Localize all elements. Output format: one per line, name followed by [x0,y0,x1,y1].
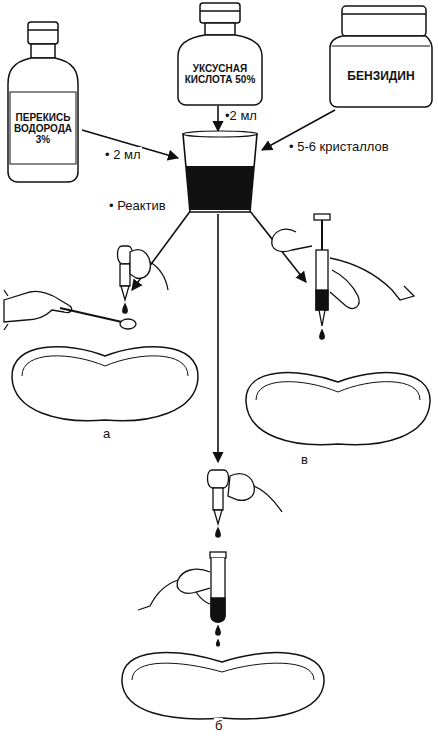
amount-note: •2 мл [224,108,258,123]
kidney-dish-a [12,347,198,421]
amount-note: • 5-6 кристаллов [288,139,390,154]
bottle-text: УКСУСНАЯ КИСЛОТА 50% [183,63,257,85]
bottle-text: БЕНЗИДИН [336,70,426,83]
bottle-label: УКСУСНАЯ КИСЛОТА 50% [180,46,260,102]
beaker [183,131,257,212]
syringe-v [272,214,414,339]
acid-bottle [178,3,262,105]
figure-letter: а [102,426,111,441]
figure-letter: в [300,452,309,467]
bottle-text: ПЕРЕКИСЬ ВОДОРОДА 3% [13,112,73,145]
benzidine-jar [330,6,432,107]
amount-note: • 2 мл [104,147,142,162]
pipette-a [118,246,169,313]
bottle-label: БЕНЗИДИН [333,50,429,104]
kidney-dish-b [122,653,324,719]
amount-note: • Реактив [108,198,167,213]
bottle-label: ПЕРЕКИСЬ ВОДОРОДА 3% [10,94,76,162]
peroxide-bottle [8,22,78,182]
dropper-b [208,470,283,537]
hand-swab [4,290,136,330]
figure-letter: б [214,718,223,733]
kidney-dish-v [246,373,430,445]
test-tube-b [138,552,226,646]
